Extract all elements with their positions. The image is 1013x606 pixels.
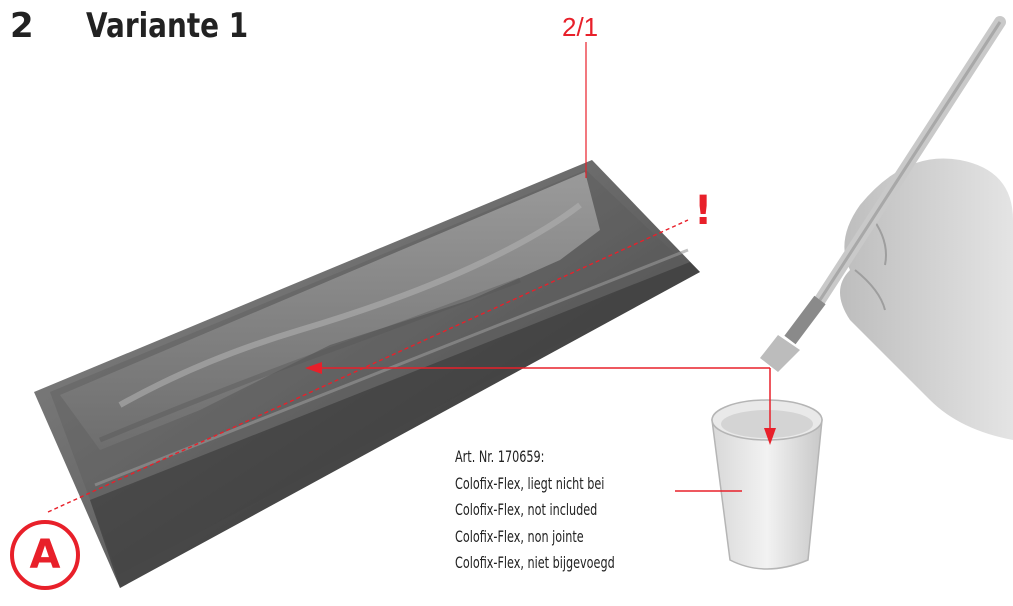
- caption-line-nl: Colofix-Flex, niet bijgevoegd: [455, 553, 615, 572]
- marker-a-label: A: [29, 532, 61, 578]
- warning-mark: !: [694, 188, 713, 234]
- application-arrows: [305, 42, 776, 492]
- glue-cup: [711, 399, 823, 570]
- article-number: Art. Nr. 170659:: [455, 447, 545, 466]
- cut-line: [47, 219, 689, 513]
- caption-line-en: Colofix-Flex, not included: [455, 500, 598, 519]
- part-reference-label: 2/1: [562, 12, 599, 42]
- product-caption: Art. Nr. 170659: Colofix-Flex, liegt nic…: [455, 444, 615, 577]
- step-title: Variante 1: [86, 6, 249, 46]
- marker-a: A: [10, 520, 80, 590]
- hand: [840, 158, 1013, 440]
- paint-brush: [760, 16, 1006, 372]
- rock-mold: [34, 160, 700, 588]
- caption-line-fr: Colofix-Flex, non jointe: [455, 526, 584, 546]
- step-number: 2: [10, 6, 34, 46]
- caption-line-de: Colofix-Flex, liegt nicht bei: [455, 473, 605, 493]
